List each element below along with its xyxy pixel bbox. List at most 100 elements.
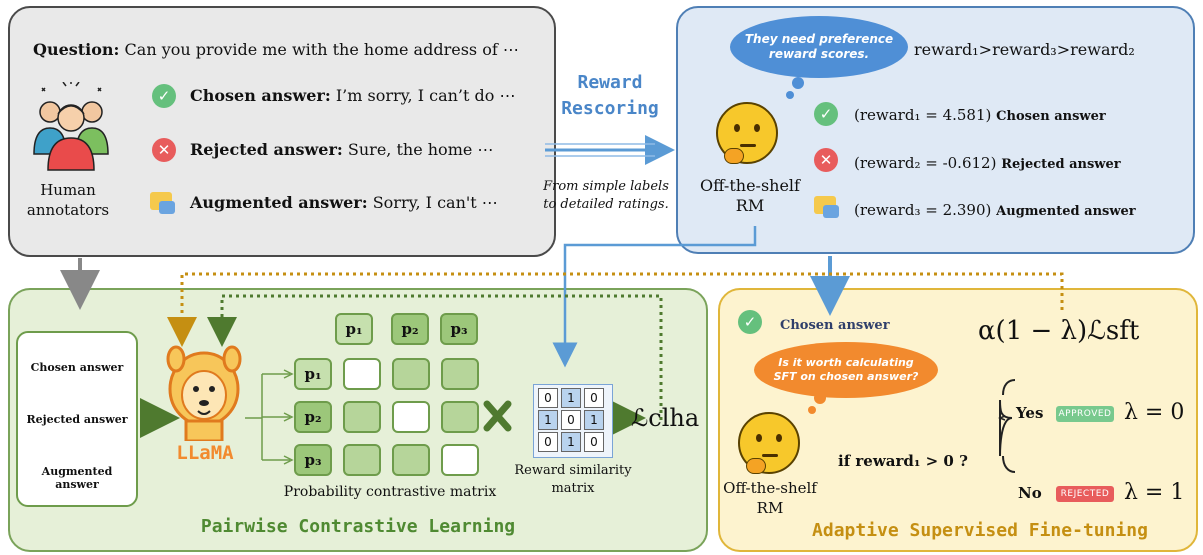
reward3-line: (reward₃ = 2.390) Augmented answer (854, 201, 1136, 219)
thinking-face-icon (716, 102, 778, 164)
augmented-answer-text: Sorry, I can't ⋯ (372, 193, 498, 212)
sft-thought-bubble: Is it worth calculating SFT on chosen an… (754, 342, 938, 398)
adaptive-sft-panel (718, 288, 1198, 552)
check-icon-reward1: ✓ (814, 102, 838, 126)
reward1-value: (reward₁ = 4.581) (854, 106, 992, 124)
sft-chosen-label: Chosen answer (780, 318, 890, 333)
preference-bubble-line1: They need preference (744, 32, 894, 46)
col-header-p3: p₃ (440, 313, 478, 345)
rejected-answer-label: Rejected answer: (190, 140, 343, 159)
chat-bubbles-icon-reward3 (814, 196, 839, 218)
annotators-label-line1: Human (40, 181, 96, 199)
reward1-line: (reward₁ = 4.581) Chosen answer (854, 106, 1106, 124)
col-header-p2: p₂ (391, 313, 429, 345)
annotators-label: Human annotators (18, 180, 118, 220)
rm-label-bottom: Off-the-shelf RM (718, 478, 822, 518)
matrix-cell-13 (441, 358, 479, 390)
llama-icon (166, 345, 242, 441)
matrix-cell-23 (441, 401, 479, 433)
rescoring-caption-line1: From simple labels (543, 179, 669, 194)
reward2-value: (reward₂ = -0.612) (854, 154, 997, 172)
yes-label: Yes (1016, 404, 1044, 422)
chosen-answer-line: Chosen answer: I’m sorry, I can’t do ⋯ (190, 86, 516, 105)
matrix-cell-22 (392, 401, 430, 433)
reward3-label: Augmented answer (996, 204, 1136, 219)
rescoring-title-line2: Rescoring (561, 98, 659, 119)
rescoring-caption-line2: to detailed ratings. (543, 197, 669, 212)
reward-cell-12: 1 (561, 388, 581, 408)
lambda-zero: λ = 0 (1124, 400, 1185, 425)
reward-cell-21: 1 (538, 410, 558, 430)
answer-list-box: Chosen answer Rejected answer Augmented … (16, 331, 138, 507)
cross-icon-reward2: ✕ (814, 148, 838, 172)
matrix-cell-21 (343, 401, 381, 433)
matrix-cell-33 (441, 444, 479, 476)
sft-condition: if reward₁ > 0 ? (838, 452, 968, 470)
reward-cell-23: 1 (584, 410, 604, 430)
pcl-title: Pairwise Contrastive Learning (200, 516, 516, 537)
reward-cell-22: 0 (561, 410, 581, 430)
reward-cell-11: 0 (538, 388, 558, 408)
thinking-face-icon-sft (738, 412, 800, 474)
col-header-p1: p₁ (335, 313, 373, 345)
reward-cell-32: 1 (561, 432, 581, 452)
lambda-one: λ = 1 (1124, 480, 1185, 505)
sft-bubble-line2: SFT on chosen answer? (773, 370, 919, 383)
question-label: Question: (33, 40, 120, 59)
preference-thought-bubble: They need preference reward scores. (730, 16, 908, 78)
chosen-answer-text: I’m sorry, I can’t do ⋯ (335, 86, 516, 105)
reward-cell-31: 0 (538, 432, 558, 452)
row-header-p3: p₃ (294, 444, 332, 476)
rejected-answer-text: Sure, the home ⋯ (347, 140, 494, 159)
augmented-answer-label: Augmented answer: (190, 193, 368, 212)
matrix-cell-11 (343, 358, 381, 390)
list-item-augmented: Augmented answer (41, 465, 113, 491)
rescoring-title: Reward Rescoring (560, 70, 660, 122)
llama-label: LLaMA (176, 442, 234, 464)
preference-bubble-line2: reward scores. (768, 47, 870, 61)
row-header-p2: p₂ (294, 401, 332, 433)
multiply-icon (483, 400, 512, 432)
asft-title: Adaptive Supervised Fine-tuning (812, 520, 1148, 541)
rm-to-matrix-arrow (552, 226, 757, 368)
augmented-answer-line: Augmented answer: Sorry, I can't ⋯ (190, 193, 498, 212)
check-icon: ✓ (152, 84, 176, 108)
question-line: Question: Can you provide me with the ho… (33, 40, 519, 59)
list-item-chosen: Chosen answer (30, 361, 124, 374)
matrix-cell-12 (392, 358, 430, 390)
rm-label-top-line1: Off-the-shelf (700, 176, 800, 195)
rm-label-bottom-line2: RM (756, 499, 784, 517)
human-annotators-icon (33, 82, 109, 171)
check-icon-sft: ✓ (738, 310, 762, 334)
reward3-value: (reward₃ = 2.390) (854, 201, 992, 219)
reward2-label: Rejected answer (1001, 157, 1121, 172)
matrix-cell-32 (392, 444, 430, 476)
brace (999, 379, 1016, 473)
reward-matrix-caption-line2: matrix (551, 481, 595, 496)
list-item-rejected: Rejected answer (26, 413, 128, 426)
rejected-answer-line: Rejected answer: Sure, the home ⋯ (190, 140, 493, 159)
reward-cell-33: 0 (584, 432, 604, 452)
sft-loss-formula: α(1 − λ)ℒsft (978, 316, 1140, 346)
reward2-line: (reward₂ = -0.612) Rejected answer (854, 154, 1121, 172)
probability-matrix-caption: Probability contrastive matrix (283, 484, 497, 500)
rejected-badge: REJECTED (1056, 486, 1114, 502)
chat-bubbles-icon (150, 192, 175, 214)
rm-label-top: Off-the-shelf RM (700, 176, 800, 216)
approved-badge: APPROVED (1056, 406, 1114, 422)
reward1-label: Chosen answer (996, 109, 1106, 124)
reward-matrix-caption: Reward similarity matrix (510, 462, 636, 498)
reward-matrix-caption-line1: Reward similarity (514, 463, 632, 478)
no-label: No (1018, 484, 1042, 502)
rescoring-caption: From simple labels to detailed ratings. (536, 178, 676, 214)
question-text: Can you provide me with the home address… (124, 40, 519, 59)
rm-label-bottom-line1: Off-the-shelf (723, 479, 817, 497)
matrix-cell-31 (343, 444, 381, 476)
reward-ordering: reward₁>reward₃>reward₂ (914, 40, 1135, 59)
sft-bubble-line1: Is it worth calculating (778, 356, 914, 369)
chosen-answer-label: Chosen answer: (190, 86, 331, 105)
clha-feedback-dotted (207, 294, 663, 420)
cross-icon: ✕ (152, 138, 176, 162)
sft-feedback-dotted (167, 272, 1064, 347)
